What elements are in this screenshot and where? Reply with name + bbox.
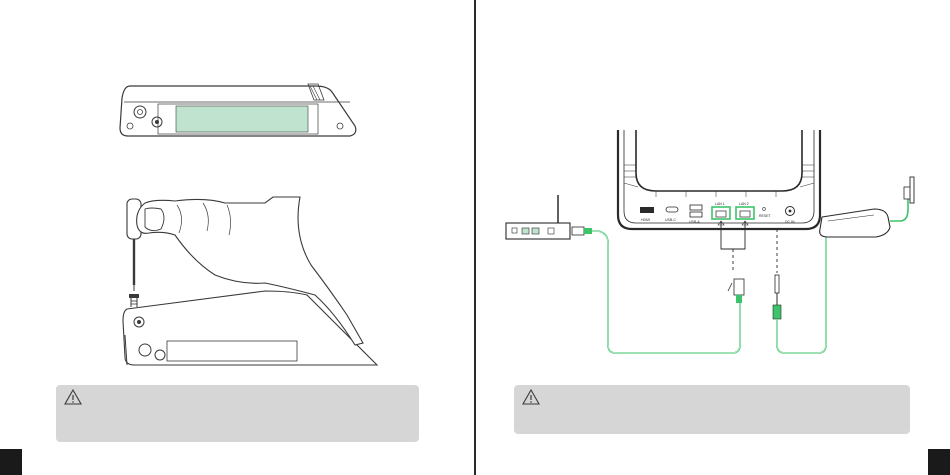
dc-in-label: DC IN	[785, 220, 795, 224]
page-corner-tab	[0, 449, 22, 475]
lan2-label: LAN 2	[739, 202, 749, 206]
screw-standoff	[134, 106, 146, 118]
hdmi-label: HDMI	[641, 218, 650, 222]
ethernet-cable	[572, 227, 744, 353]
screw	[129, 294, 139, 307]
ssd-card	[176, 106, 308, 132]
mini-pc-device: HDMI USB-C USB-A LAN 1 LAN 2 RESET DC IN	[618, 130, 820, 229]
warning-triangle-icon	[522, 389, 540, 405]
right-page: HDMI USB-C USB-A LAN 1 LAN 2 RESET DC IN	[476, 0, 950, 475]
connection-diagram: HDMI USB-C USB-A LAN 1 LAN 2 RESET DC IN	[496, 125, 936, 365]
ssd-slot-illustration	[110, 78, 360, 148]
usb-c-label: USB-C	[665, 218, 676, 222]
usb-a-label: USB-A	[689, 220, 700, 224]
screwdriver-hand-illustration	[115, 195, 385, 370]
warning-triangle-icon	[64, 389, 82, 405]
power-cable	[773, 225, 826, 353]
warning-note	[56, 385, 419, 442]
hdmi-port	[640, 207, 654, 213]
warning-note	[514, 385, 910, 434]
router	[506, 195, 570, 239]
bottom-cover	[123, 291, 377, 365]
power-adapter	[820, 177, 914, 237]
reset-label: RESET	[759, 214, 772, 218]
lan1-label: LAN 1	[715, 202, 725, 206]
left-page	[0, 0, 474, 475]
page-corner-tab	[928, 449, 950, 475]
